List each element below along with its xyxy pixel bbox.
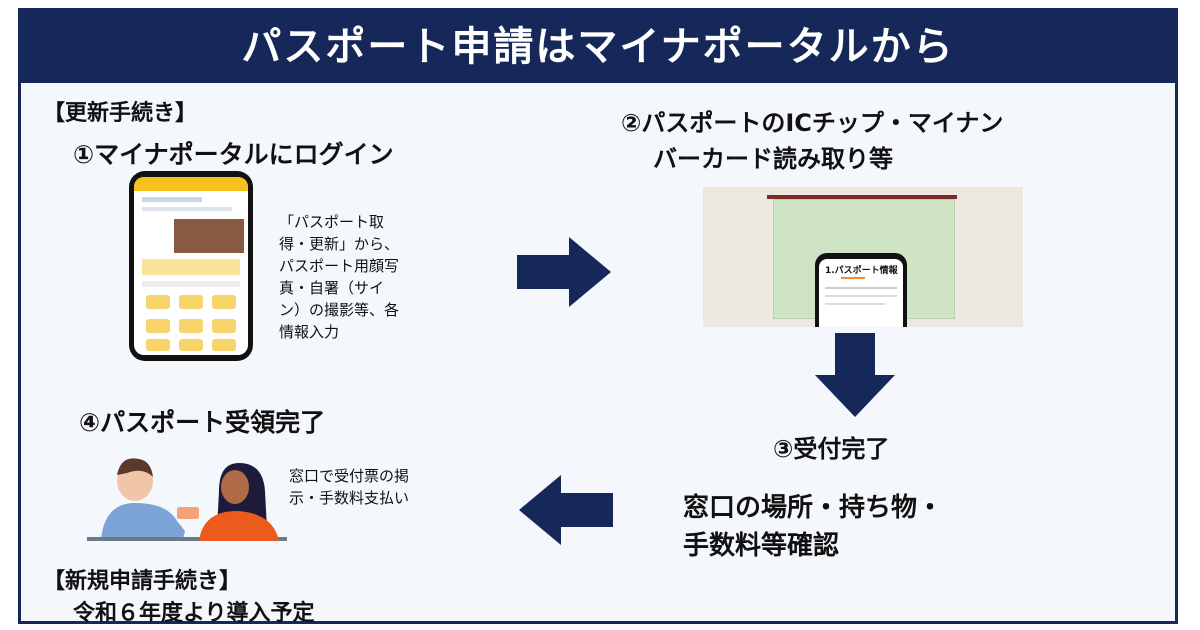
- menu-icon: [146, 295, 170, 309]
- menu-icon: [212, 295, 236, 309]
- step3-description: 窓口の場所・持ち物・ 手数料等確認: [683, 493, 944, 561]
- menu-icon: [212, 339, 236, 351]
- arrow-down-icon: [815, 333, 895, 417]
- myna-portal-screen: [134, 177, 248, 355]
- passport-reading-photo: 1.パスポート情報: [703, 187, 1023, 327]
- renewal-heading: 【更新手続き】: [43, 101, 198, 126]
- counter-people-illustration: [87, 458, 287, 541]
- menu-icon: [179, 319, 203, 333]
- step1-description: 「パスポート取 得・更新」から、 パスポート用顔写 真・自署（サイ ン）の撮影等…: [279, 213, 400, 341]
- infographic-frame: パスポート申請はマイナポータルから 【更新手続き】 ①マイナポータルにログイン …: [18, 8, 1178, 626]
- new-application-heading: 【新規申請手続き】: [43, 569, 242, 594]
- portal-header-bar: [134, 177, 248, 191]
- phone-mockup: [129, 171, 253, 361]
- new-application-note: 令和６年度より導入予定: [73, 601, 315, 626]
- step4-description: 窓口で受付票の掲 示・手数料支払い: [289, 467, 410, 507]
- arrow-right-icon: [517, 237, 611, 307]
- arrow-left-icon: [519, 475, 613, 545]
- step2-title-line2: バーカード読み取り等: [653, 145, 893, 173]
- smartphone: 1.パスポート情報: [815, 253, 907, 327]
- menu-icon: [179, 339, 203, 351]
- step4-title: ④パスポート受領完了: [79, 408, 326, 437]
- page-title: パスポート申請はマイナポータルから: [21, 11, 1175, 83]
- step3-title: ③受付完了: [773, 435, 890, 463]
- menu-icon: [179, 295, 203, 309]
- menu-icon: [146, 319, 170, 333]
- step2-title-line1: ②パスポートのICチップ・マイナン: [621, 109, 1004, 137]
- step1-title: ①マイナポータルにログイン: [73, 140, 394, 169]
- menu-icon: [212, 319, 236, 333]
- menu-icon: [146, 339, 170, 351]
- portal-banner-image: [174, 219, 244, 253]
- phone-screen-title: 1.パスポート情報: [825, 266, 898, 276]
